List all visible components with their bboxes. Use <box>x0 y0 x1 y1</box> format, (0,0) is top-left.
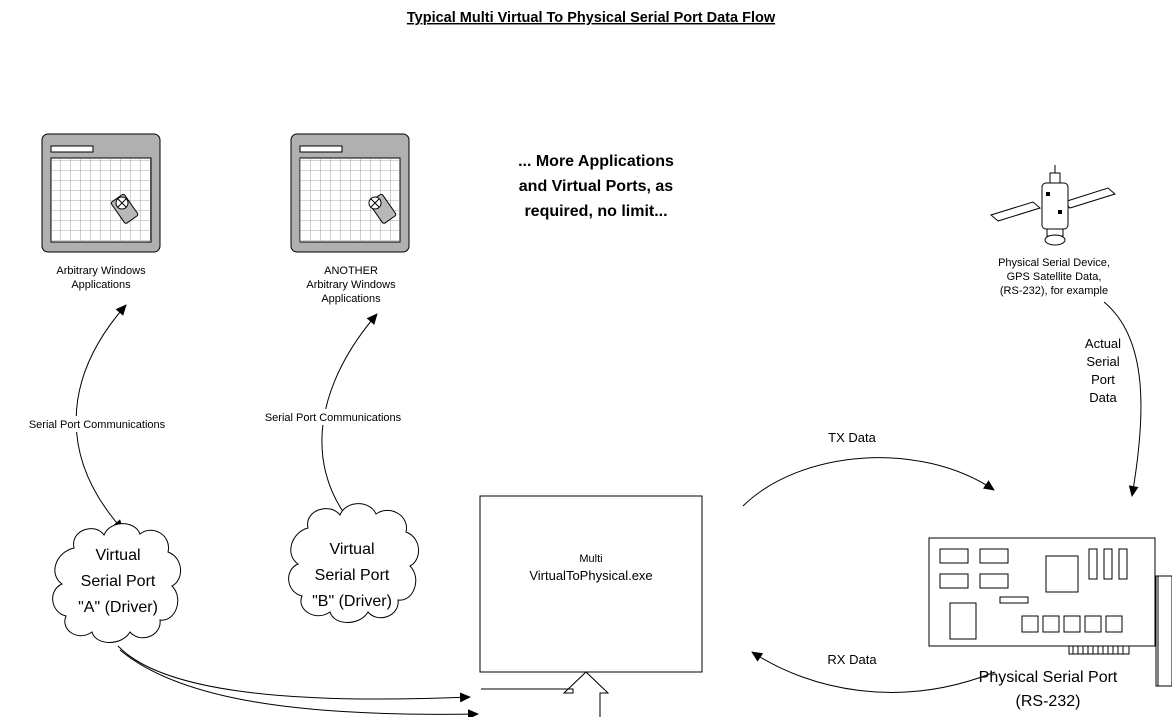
app-b-label-line2: Arbitrary Windows <box>306 279 396 291</box>
port-a-line2: Serial Port <box>81 573 156 590</box>
merge-block-arrow <box>481 671 610 717</box>
app-b-label-line1: ANOTHER <box>324 265 378 277</box>
comm-b-label: Serial Port Communications <box>265 412 402 424</box>
app-a-label-line2: Applications <box>71 279 131 291</box>
exe-box <box>479 495 703 673</box>
tx-arrow <box>742 457 995 507</box>
port-a-line3: "A" (Driver) <box>78 599 158 616</box>
serial-card-icon <box>928 537 1172 687</box>
app-b-label-line3: Applications <box>321 293 381 305</box>
device-label-line2: GPS Satellite Data, <box>1007 271 1102 283</box>
port-b-line2: Serial Port <box>315 567 390 584</box>
actual-data-line4: Data <box>1089 390 1117 405</box>
application-window-icon <box>290 133 410 253</box>
more-note-line3: required, no limit... <box>524 203 667 220</box>
physical-port-line2: (RS-232) <box>1016 693 1081 710</box>
port-b-line3: "B" (Driver) <box>312 593 392 610</box>
rx-arrow <box>751 651 996 693</box>
actual-data-line3: Port <box>1091 372 1115 387</box>
port-a-line1: Virtual <box>95 547 140 564</box>
port-b-line1: Virtual <box>329 541 374 558</box>
app-a-label-line1: Arbitrary Windows <box>56 265 146 277</box>
device-label-line1: Physical Serial Device, <box>998 257 1110 269</box>
cloud-icon <box>52 523 181 643</box>
actual-data-line2: Serial <box>1086 354 1119 369</box>
device-label-line3: (RS-232), for example <box>1000 285 1108 297</box>
rx-label: RX Data <box>827 652 877 667</box>
satellite-icon <box>989 165 1117 246</box>
cloud-icon <box>288 503 419 623</box>
actual-data-arrow <box>1103 301 1142 497</box>
more-note-line2: and Virtual Ports, as <box>519 178 674 195</box>
application-window-icon <box>41 133 161 253</box>
exe-line1: Multi <box>579 553 602 565</box>
physical-port-line1: Physical Serial Port <box>979 669 1118 686</box>
tx-label: TX Data <box>828 430 876 445</box>
comm-a-label: Serial Port Communications <box>29 419 166 431</box>
port-a-to-exe-arrow <box>119 649 479 717</box>
actual-data-line1: Actual <box>1085 336 1121 351</box>
port-b-to-exe-arrow <box>117 645 471 703</box>
diagram-title: Typical Multi Virtual To Physical Serial… <box>407 10 776 26</box>
exe-line2: VirtualToPhysical.exe <box>529 568 652 583</box>
more-note-line1: ... More Applications <box>518 153 674 170</box>
